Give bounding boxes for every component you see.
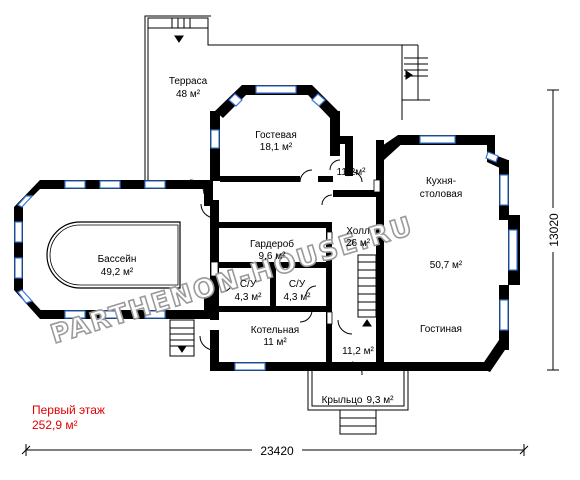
wc2-label: С/У (289, 279, 306, 290)
living-label: Гостиная (420, 324, 462, 335)
boiler-area: 11 м² (263, 337, 287, 348)
kitchen-living-walls (376, 135, 520, 372)
kitchen-living-windows (419, 135, 518, 331)
guest-area: 18,1 м² (260, 142, 293, 153)
wc2-area: 4,3 м² (284, 292, 312, 303)
porch-area: 9,3 м² (367, 395, 395, 406)
terrace-stairs-top (171, 18, 191, 43)
terrace-area: 48 м² (176, 89, 201, 100)
porch-outline (307, 371, 409, 435)
boiler-label: Котельная (251, 325, 299, 336)
kitchen-label: Кухня- (426, 176, 456, 187)
wc1-label: С/У (240, 279, 257, 290)
pool-stairs (169, 319, 195, 357)
terrace-label: Терраса (169, 76, 208, 87)
kitchen-label-2: столовая (420, 189, 463, 200)
pool-label: Бассейн (98, 254, 137, 265)
hall-stairs (357, 254, 377, 327)
vestibule-area: 11,2 м² (342, 346, 374, 357)
guest-label: Гостевая (255, 130, 297, 141)
hall-label: Холл (346, 226, 370, 237)
porch-label: Крыльцо (322, 395, 363, 406)
doors (189, 159, 363, 376)
wardrobe-area: 9,6 м² (259, 251, 287, 262)
depth-dimension: 13020 (547, 213, 561, 247)
width-dimension: 23420 (260, 444, 294, 458)
central-walls (210, 136, 384, 371)
living-area: 50,7 м² (430, 260, 463, 271)
pool-basin (46, 221, 181, 289)
hall-small-area: 11,2м² (337, 167, 367, 178)
terrace-outline (144, 15, 430, 182)
inner-windows (210, 179, 381, 325)
terrace-stairs-right (404, 57, 428, 80)
guest-windows (210, 85, 326, 149)
pool-windows (14, 180, 166, 319)
floor-title: Первый этаж (32, 403, 105, 417)
floor-total: 252,9 м² (32, 418, 78, 432)
pool-area: 49,2 м² (101, 267, 134, 278)
wardrobe-label: Гардероб (250, 238, 294, 250)
hall-area: 26 м² (346, 238, 371, 249)
wc1-area: 4,3 м² (235, 292, 263, 303)
